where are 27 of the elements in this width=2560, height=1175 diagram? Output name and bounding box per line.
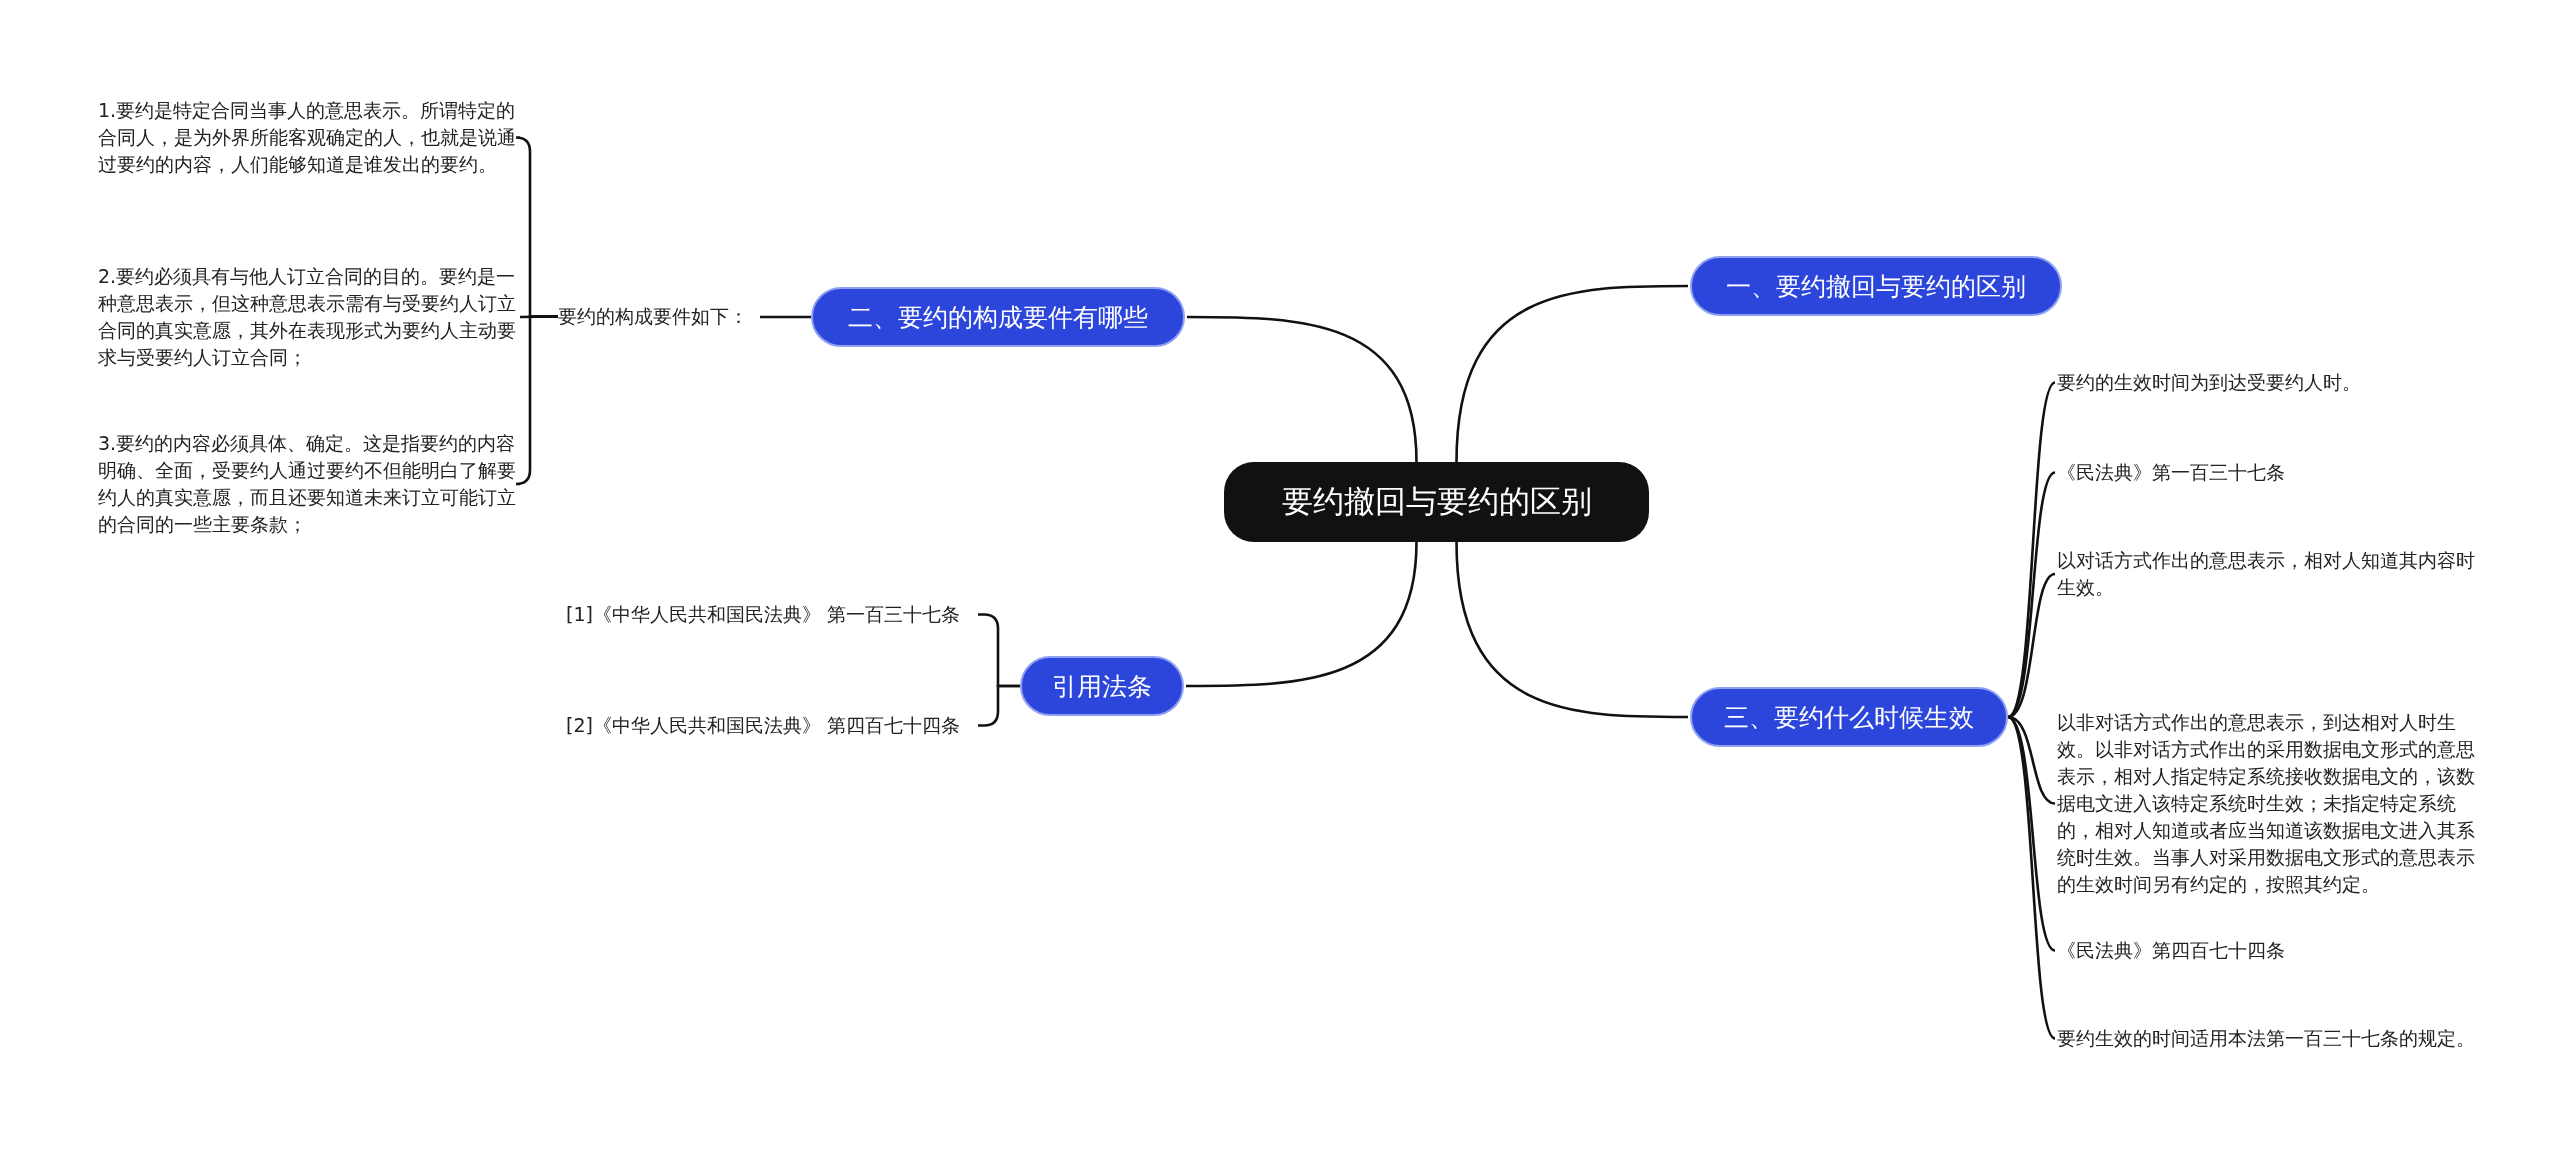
- topic-pill: 一、要约撤回与要约的区别: [1690, 256, 2062, 316]
- note-text: 以对话方式作出的意思表示，相对人知道其内容时生效。: [2057, 547, 2477, 601]
- topic-pill: 引用法条: [1020, 656, 1184, 716]
- central-topic-box: 要约撤回与要约的区别: [1224, 462, 1649, 542]
- note-text: [1]《中华人民共和国民法典》 第一百三十七条: [566, 601, 976, 628]
- note-text: 要约生效的时间适用本法第一百三十七条的规定。: [2057, 1025, 2477, 1052]
- note-text: 《民法典》第四百七十四条: [2057, 937, 2477, 964]
- connector-line: [1186, 541, 1418, 688]
- connector-line: [760, 315, 811, 319]
- connector-line: [978, 684, 1020, 727]
- connector-line: [2007, 572, 2056, 719]
- note-text: 《民法典》第一百三十七条: [2057, 459, 2477, 486]
- note-text: 1.要约是特定合同当事人的意思表示。所谓特定的合同人，是为外界所能客观确定的人，也就是说通过要约的内容，人们能够知道是谁发出的要约。: [98, 97, 518, 178]
- topic-pill: 三、要约什么时候生效: [1690, 687, 2008, 747]
- note-text: 以非对话方式作出的意思表示，到达相对人时生效。以非对话方式作出的采用数据电文形式的意思表示，相对人指定特定系统接收数据电文的，该数据电文进入该特定系统时生效；未指定特定系统的，相对人知道或者应当知道该数据电文进入其系统时生效。当事人对采用数据电文形式的意思表示的生效时间另有约定的，按照其约定。: [2057, 709, 2477, 898]
- note-text: 3.要约的内容必须具体、确定。这是指要约的内容明确、全面，受要约人通过要约不但能明白了解要约人的真实意愿，而且还要知道未来订立可能订立的合同的一些主要条款；: [98, 430, 518, 538]
- note-text: 要约的生效时间为到达受要约人时。: [2057, 369, 2477, 396]
- connector-line: [514, 315, 558, 486]
- connector-line: [1455, 284, 1688, 463]
- connector-line: [2007, 381, 2056, 718]
- note-text: 要约的构成要件如下：: [558, 303, 758, 330]
- connector-line: [1187, 315, 1418, 463]
- topic-pill: 二、要约的构成要件有哪些: [811, 287, 1185, 347]
- connector-line: [2007, 716, 2056, 1040]
- connector-line: [1455, 541, 1688, 719]
- note-text: 2.要约必须具有与他人订立合同的目的。要约是一种意思表示，但这种意思表示需有与受要约人订立合同的真实意愿，其外在表现形式为要约人主动要求与受要约人订立合同；: [98, 263, 518, 371]
- note-text: [2]《中华人民共和国民法典》 第四百七十四条: [566, 712, 976, 739]
